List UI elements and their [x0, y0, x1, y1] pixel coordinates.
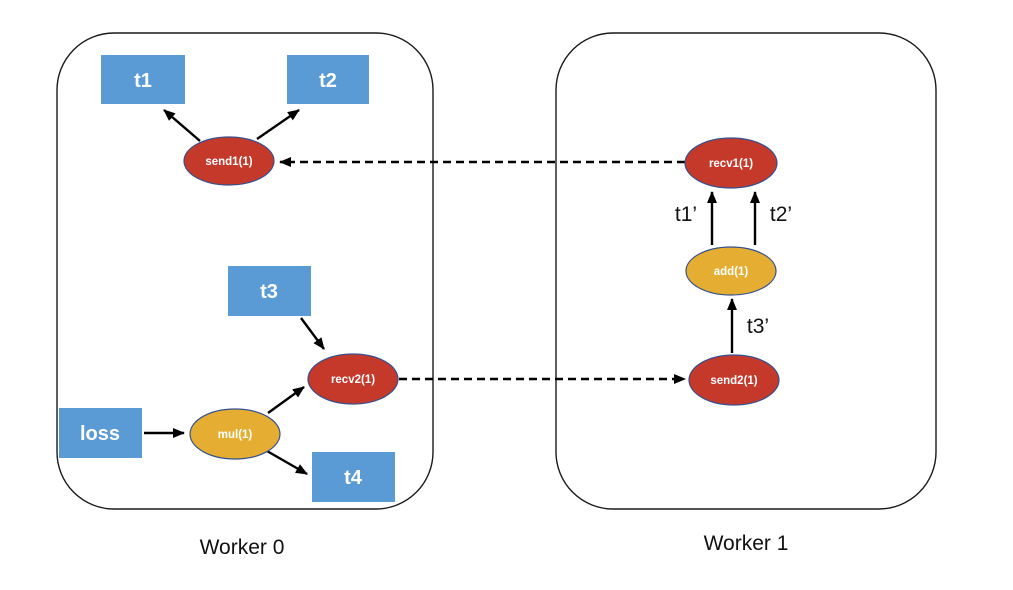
op-mul-ellipse — [189, 408, 281, 460]
arrow-mul-to-recv2 — [267, 386, 305, 414]
tensor-t4-label: t4 — [344, 467, 363, 489]
op-recv1-ellipse — [684, 137, 778, 189]
worker1-container — [555, 32, 937, 510]
tensor-loss-box — [59, 408, 142, 458]
tensor-t2: t2 — [287, 55, 369, 104]
op-send1: send1(1) — [183, 136, 275, 186]
tensor-t4: t4 — [312, 452, 395, 502]
op-mul: mul(1) — [189, 408, 281, 460]
op-send2-ellipse — [688, 354, 780, 406]
tensor-t3: t3 — [228, 266, 311, 316]
op-add-ellipse — [685, 246, 777, 296]
tensor-t1-box — [101, 55, 185, 104]
tensor-t1: t1 — [101, 55, 185, 104]
tensor-t4-box — [312, 452, 395, 502]
op-send2-label: send2(1) — [710, 375, 757, 387]
tensor-t3-label: t3 — [260, 281, 278, 303]
edge-label-t1-prime: t1’ — [675, 203, 697, 226]
op-recv2-label: recv2(1) — [331, 374, 375, 386]
tensor-t1-label: t1 — [134, 70, 152, 92]
op-send1-ellipse — [183, 136, 275, 186]
tensor-t3-box — [228, 266, 311, 316]
op-recv2-ellipse — [307, 353, 399, 405]
op-send2: send2(1) — [688, 354, 780, 406]
tensor-loss-label: loss — [80, 423, 120, 445]
worker1-label: Worker 1 — [704, 532, 789, 555]
worker0-container — [56, 32, 434, 510]
op-mul-label: mul(1) — [218, 429, 253, 441]
arrow-mul-to-t4 — [266, 449, 308, 476]
op-add: add(1) — [685, 246, 777, 296]
op-recv1: recv1(1) — [684, 137, 778, 189]
op-recv1-label: recv1(1) — [709, 158, 753, 170]
edge-label-t2-prime: t2’ — [770, 203, 792, 226]
tensor-t2-box — [287, 55, 369, 104]
tensor-loss: loss — [59, 408, 142, 458]
arrow-t3-to-recv2 — [300, 317, 325, 350]
op-add-label: add(1) — [714, 266, 749, 278]
arrow-send1-to-t1 — [163, 109, 201, 142]
op-recv2: recv2(1) — [307, 353, 399, 405]
arrow-send1-to-t2 — [256, 109, 300, 140]
edge-label-t3-prime: t3’ — [747, 315, 769, 338]
worker0-label: Worker 0 — [200, 536, 285, 559]
op-send1-label: send1(1) — [205, 156, 252, 168]
tensor-t2-label: t2 — [319, 70, 337, 92]
